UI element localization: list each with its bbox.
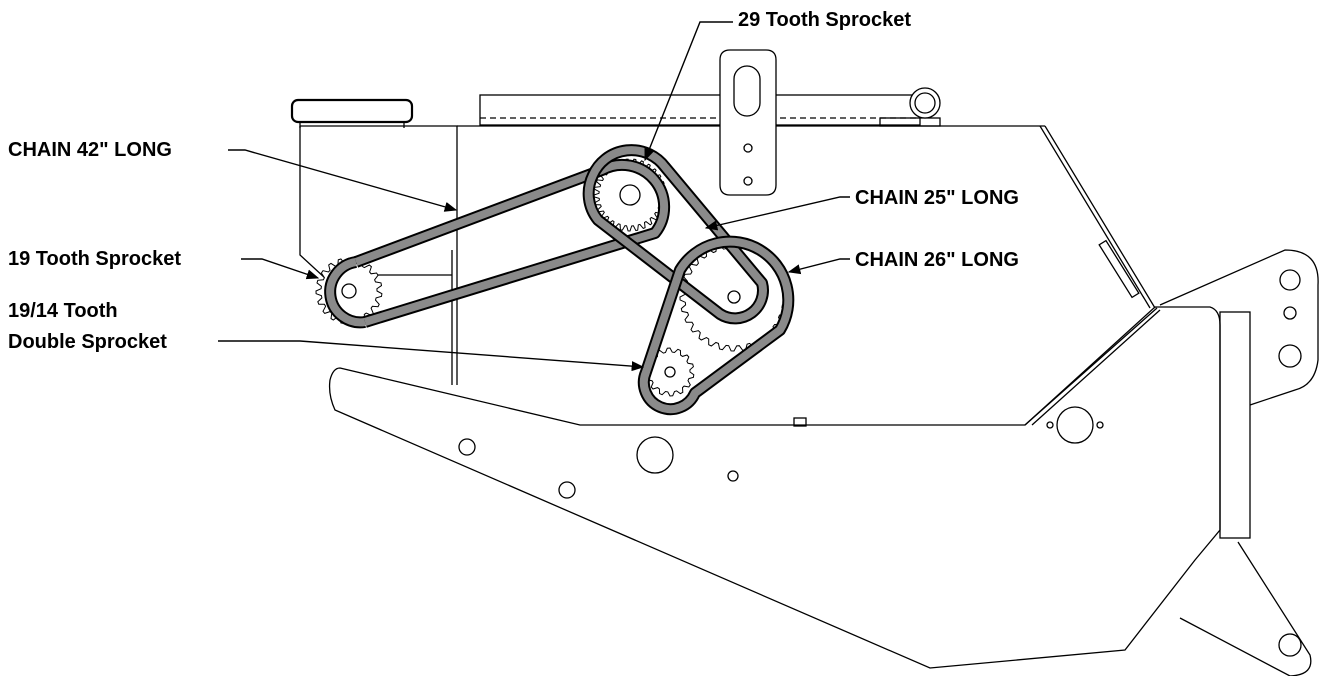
sprocket-hubs [341,184,741,378]
chain-26-in [637,235,795,416]
leader-lines [218,21,850,372]
label-double-sprocket-line1: 19/14 Tooth [8,300,118,322]
housing [290,49,1319,676]
label-double-sprocket-line2: Double Sprocket [8,331,167,353]
label-chain-42: CHAIN 42" LONG [8,139,172,161]
label-29-tooth-sprocket: 29 Tooth Sprocket [738,9,911,31]
label-19-tooth-sprocket: 19 Tooth Sprocket [8,248,181,270]
label-chain-25: CHAIN 25" LONG [855,187,1019,209]
chain-25-in [582,144,769,325]
chain-42-in [324,158,671,329]
label-chain-26: CHAIN 26" LONG [855,249,1019,271]
